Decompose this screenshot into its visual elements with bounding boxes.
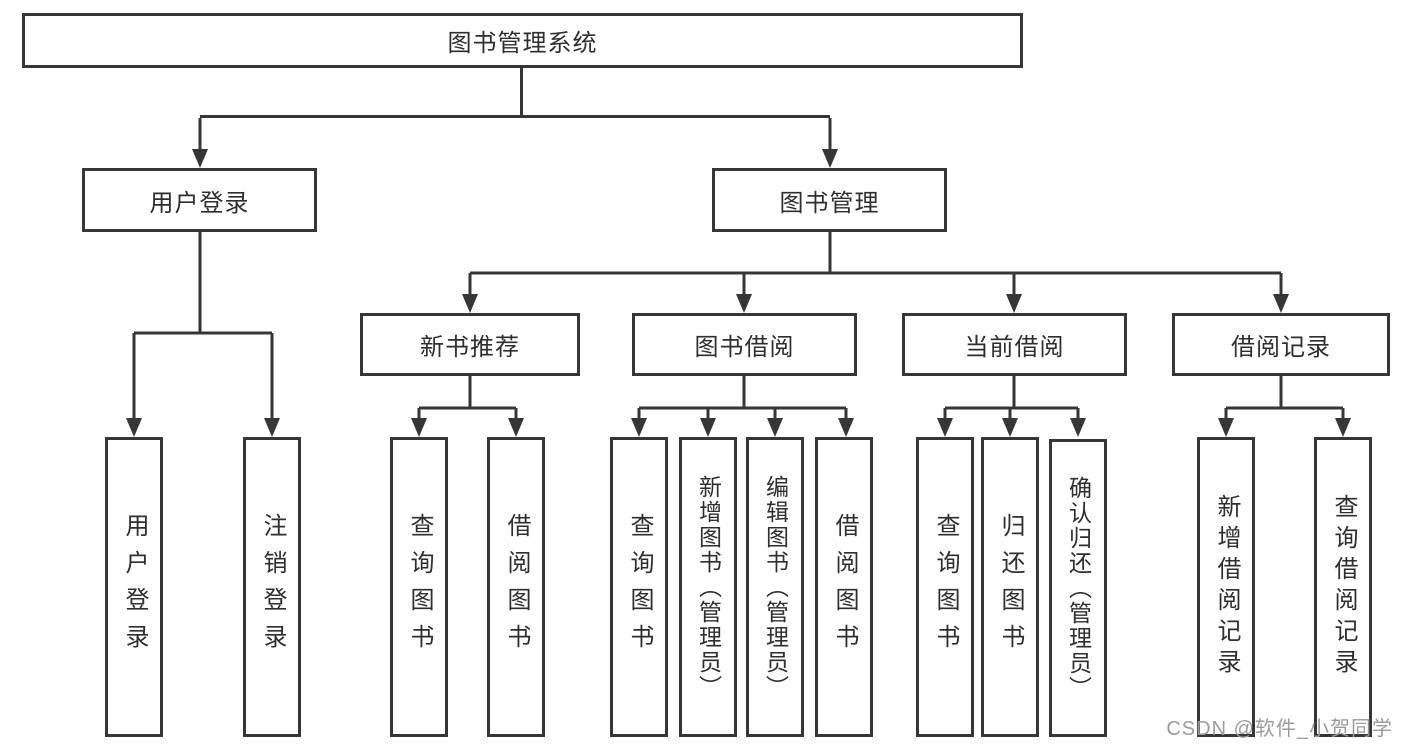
leaf-bb-edit-book: 编辑图书（管理员） [746, 437, 804, 737]
leaf-nbr-query-book: 查询图书 [390, 437, 448, 737]
leaf-cb-query-book-label: 查询图书 [932, 513, 959, 661]
leaf-br-query-record: 查询借阅记录 [1314, 437, 1372, 737]
node-new-book-recommend: 新书推荐 [360, 313, 580, 376]
leaf-cb-confirm-return: 确认归还（管理员） [1049, 439, 1107, 737]
leaf-br-add-record: 新增借阅记录 [1197, 437, 1255, 737]
node-borrow-record-label: 借阅记录 [1231, 334, 1331, 361]
leaf-nbr-query-book-label: 查询图书 [406, 513, 433, 661]
leaf-cb-query-book: 查询图书 [916, 437, 974, 737]
arrowhead-group [126, 149, 1351, 437]
node-root: 图书管理系统 [22, 13, 1023, 68]
leaf-bb-edit-book-label: 编辑图书（管理员） [762, 474, 789, 700]
node-book-management-label: 图书管理 [779, 189, 880, 217]
leaf-bb-query-book-label: 查询图书 [626, 513, 653, 661]
node-new-book-recommend-label: 新书推荐 [420, 334, 520, 361]
node-book-borrow: 图书借阅 [632, 313, 857, 376]
leaf-bb-query-book: 查询图书 [610, 437, 668, 737]
leaf-nbr-borrow-book: 借阅图书 [487, 437, 545, 737]
leaf-br-query-record-label: 查询借阅记录 [1330, 494, 1357, 680]
leaf-user-login: 用户登录 [105, 437, 163, 737]
node-current-borrow-label: 当前借阅 [964, 334, 1065, 361]
leaf-cb-return-book: 归还图书 [981, 437, 1039, 737]
leaf-br-add-record-label: 新增借阅记录 [1213, 494, 1240, 680]
node-root-label: 图书管理系统 [447, 30, 598, 57]
leaf-bb-borrow-book: 借阅图书 [815, 437, 873, 737]
leaf-nbr-borrow-book-label: 借阅图书 [503, 513, 530, 661]
node-borrow-record: 借阅记录 [1172, 313, 1390, 376]
node-user-login: 用户登录 [82, 168, 317, 232]
leaf-bb-add-book-label: 新增图书（管理员） [695, 474, 722, 700]
leaf-logout: 注销登录 [243, 437, 301, 737]
leaf-bb-borrow-book-label: 借阅图书 [831, 513, 858, 661]
leaf-logout-label: 注销登录 [259, 513, 286, 661]
leaf-user-login-label: 用户登录 [121, 513, 148, 661]
node-book-management: 图书管理 [712, 168, 947, 232]
node-current-borrow: 当前借阅 [902, 313, 1127, 376]
leaf-cb-return-book-label: 归还图书 [997, 513, 1024, 661]
node-book-borrow-label: 图书借阅 [694, 334, 795, 361]
leaf-cb-confirm-return-label: 确认归还（管理员） [1065, 475, 1092, 701]
node-user-login-label: 用户登录 [149, 189, 250, 217]
leaf-bb-add-book: 新增图书（管理员） [679, 437, 737, 737]
